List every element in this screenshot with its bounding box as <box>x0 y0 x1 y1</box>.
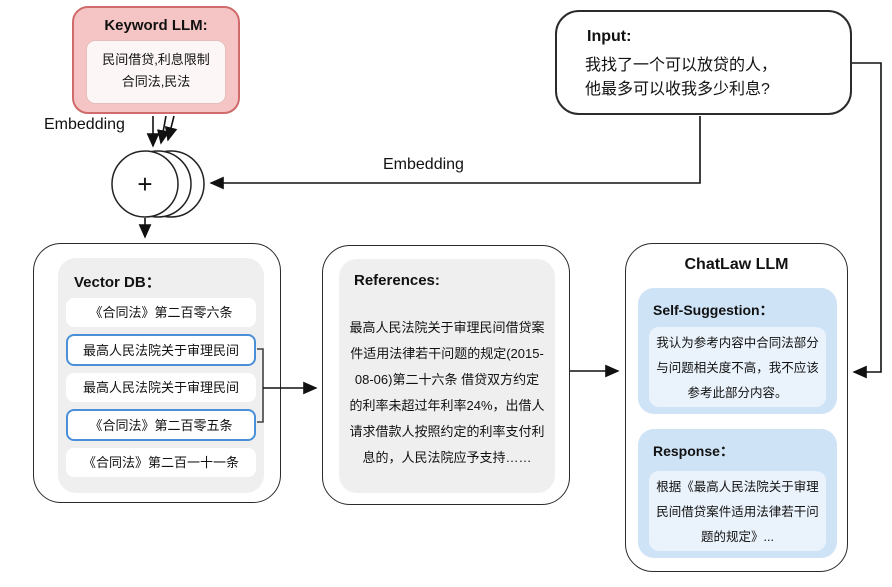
vector-db-item: 《合同法》第二百一十一条 <box>66 448 256 477</box>
input-to-chatlaw-arrow <box>852 62 882 379</box>
self-suggestion-text: 我认为参考内容中合同法部分 与问题相关度不高，我不应该 参考此部分内容。 <box>649 327 826 407</box>
references-title: References: <box>354 272 440 289</box>
input-title: Input: <box>587 28 632 45</box>
input-text: 我找了一个可以放贷的人， 他最多可以收我多少利息? <box>585 57 778 98</box>
references-box: References: 最高人民法院关于审理民间借贷案 件适用法律若干问题的规定… <box>322 245 570 505</box>
chatlaw-llm-title: ChatLaw LLM <box>684 256 789 273</box>
vector-db-item: 《合同法》第二百零六条 <box>66 298 256 327</box>
keyword-llm-box: Keyword LLM: 民间借贷,利息限制 合同法,民法 <box>72 6 240 114</box>
vector-db-title: Vector DB： <box>74 274 161 291</box>
response-text: 根据《最高人民法院关于审理 民间借贷案件适用法律若干问 题的规定》... <box>649 471 826 551</box>
chatlaw-llm-box: ChatLaw LLM Self-Suggestion： 我认为参考内容中合同法… <box>625 243 848 572</box>
keyword-llm-title: Keyword LLM: <box>104 17 208 34</box>
input-box: Input: 我找了一个可以放贷的人， 他最多可以收我多少利息? <box>555 10 852 115</box>
self-suggestion-box: Self-Suggestion： 我认为参考内容中合同法部分 与问题相关度不高，… <box>638 288 837 414</box>
vector-db-item-highlighted: 最高人民法院关于审理民间 <box>66 334 256 366</box>
embedding-label-left: Embedding <box>44 116 125 133</box>
vector-db-item-highlighted: 《合同法》第二百零五条 <box>66 409 256 441</box>
self-suggestion-title: Self-Suggestion： <box>653 302 774 318</box>
vector-db-panel: Vector DB： 《合同法》第二百零六条 最高人民法院关于审理民间 最高人民… <box>58 258 264 493</box>
embedding-label-right: Embedding <box>383 156 464 173</box>
keyword-embedding-arrows <box>146 115 178 148</box>
references-text: 最高人民法院关于审理民间借贷案 件适用法律若干问题的规定(2015- 08-06… <box>349 320 545 465</box>
vector-db-item: 最高人民法院关于审理民间 <box>66 373 256 402</box>
response-box: Response： 根据《最高人民法院关于审理 民间借贷案件适用法律若干问 题的… <box>638 429 837 558</box>
references-panel: References: 最高人民法院关于审理民间借贷案 件适用法律若干问题的规定… <box>339 259 555 493</box>
response-title: Response： <box>653 443 734 459</box>
embedding-merge-circles: + <box>111 150 205 218</box>
keyword-llm-keywords: 民间借贷,利息限制 合同法,民法 <box>86 40 226 104</box>
vector-db-box: Vector DB： 《合同法》第二百零六条 最高人民法院关于审理民间 最高人民… <box>33 243 281 503</box>
plus-merge-symbol: + <box>137 169 152 199</box>
